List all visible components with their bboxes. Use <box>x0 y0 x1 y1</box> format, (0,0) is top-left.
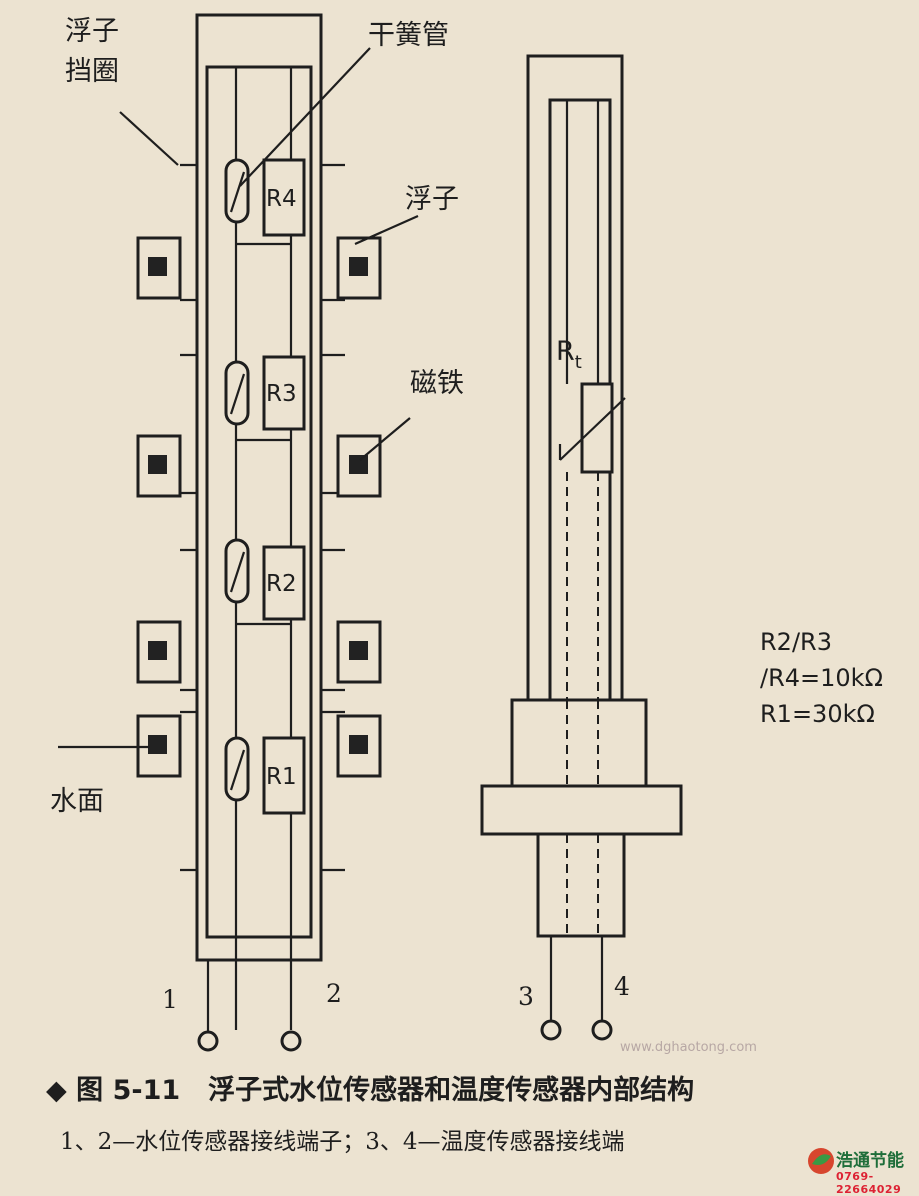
temperature-sensor <box>480 54 683 1041</box>
company-logo: 浩通节能 0769-22664029 <box>806 1142 916 1196</box>
leader-magnet <box>359 417 411 461</box>
stage-2 <box>224 538 306 626</box>
spec-line-2: /R4=10kΩ <box>760 664 883 692</box>
outer-tube <box>195 13 323 962</box>
magnet-left <box>148 455 167 474</box>
figure-subcaption: 1、2—水位传感器接线端子；3、4—温度传感器接线端 <box>60 1129 625 1155</box>
label-water-surface: 水面 <box>50 786 104 817</box>
terminals-water-level <box>197 960 302 1052</box>
spec-line-1: R2/R3 <box>760 628 832 656</box>
probe-outer-tube <box>526 54 624 702</box>
thermistor-label: Rt <box>556 336 582 373</box>
label-magnet: 磁铁 <box>410 368 464 399</box>
magnet-left <box>148 257 167 276</box>
logo-phone: 0769-22664029 <box>836 1170 902 1196</box>
label-reed-switch: 干簧管 <box>368 20 449 51</box>
float-row-3 <box>136 620 382 684</box>
stage-3 <box>224 355 306 442</box>
stage-4 <box>224 158 306 246</box>
mounting-flange <box>480 784 683 836</box>
resistor-label-r3: R3 <box>266 381 297 407</box>
resistor-box <box>262 158 306 237</box>
sensor-diagram: R4 R3 R2 R1 浮子 挡圈 干簧管 浮子 磁铁 水面 1 2 <box>50 13 883 1052</box>
magnet-right-fill <box>349 735 368 754</box>
float-right <box>336 434 382 498</box>
resistor-label-r4: R4 <box>266 186 297 212</box>
watermark: www.dghaotong.com <box>620 1040 757 1055</box>
label-float-stopper-1: 浮子 <box>65 16 119 47</box>
resistor-label-r1: R1 <box>266 764 297 790</box>
resistor-label-r2: R2 <box>266 571 297 597</box>
leader-float <box>354 214 419 246</box>
label-float-stopper-2: 挡圈 <box>65 56 119 87</box>
float-row-1 <box>136 236 382 300</box>
caption-bullet: ◆ <box>46 1075 77 1106</box>
magnet-right <box>349 257 368 276</box>
figure-number: 图 5-11 <box>76 1075 181 1106</box>
cable-gland <box>536 832 626 938</box>
float-row-4 <box>136 714 382 778</box>
magnet-right <box>349 455 368 474</box>
reed-resistor-chain <box>224 158 306 815</box>
leaf-logo-icon <box>808 1148 834 1174</box>
stage-1 <box>224 736 306 815</box>
float-row-2 <box>136 434 382 498</box>
terminal-label-3: 3 <box>518 982 534 1011</box>
figure-title: 浮子式水位传感器和温度传感器内部结构 <box>208 1075 695 1106</box>
terminal-label-2: 2 <box>326 979 342 1008</box>
terminal-label-4: 4 <box>614 972 630 1001</box>
thermistor-arrow <box>559 397 626 461</box>
terminal-4 <box>591 1019 613 1041</box>
terminal-1 <box>197 1030 219 1052</box>
thermistor-body <box>580 382 614 474</box>
terminal-label-1: 1 <box>162 985 178 1014</box>
leader-reed-switch <box>239 47 371 187</box>
mounting-collar <box>510 698 648 788</box>
terminal-2 <box>280 1030 302 1052</box>
figure-caption: ◆ 图 5-11 浮子式水位传感器和温度传感器内部结构 <box>46 1068 906 1107</box>
resistor-box <box>262 736 306 815</box>
spec-line-3: R1=30kΩ <box>760 700 875 728</box>
resistor-box <box>262 545 306 621</box>
magnet-left <box>148 735 167 754</box>
label-float: 浮子 <box>405 184 459 215</box>
magnet-right <box>349 641 368 660</box>
magnet-left <box>148 641 167 660</box>
inner-tube <box>205 65 313 939</box>
terminal-3 <box>540 1019 562 1041</box>
leader-float-stopper <box>119 111 179 166</box>
leader-lines <box>58 47 419 749</box>
floats <box>136 236 382 778</box>
resistor-box <box>262 355 306 431</box>
logo-name: 浩通节能 <box>836 1151 904 1171</box>
float-left <box>136 236 182 300</box>
